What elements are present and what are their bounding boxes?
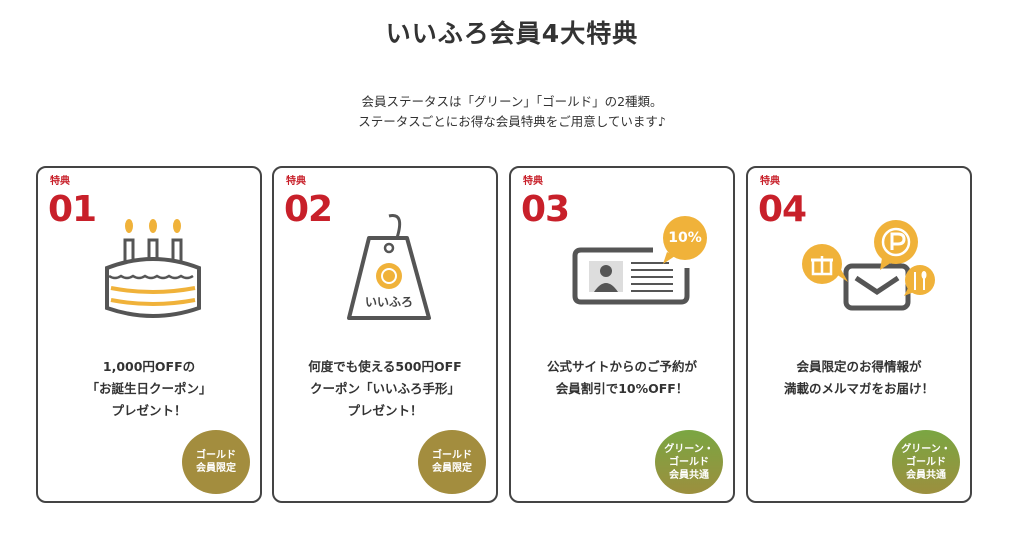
benefit-description: 1,000円OFFの「お誕生日クーポン」プレゼント！ — [38, 356, 260, 422]
benefit-card-02: 特典 02 いいふろ 何度でも使える500円OFF クーポン「いいふろ手形」プレゼ… — [272, 166, 498, 503]
desc-line: 会員限定のお得情報が — [796, 359, 922, 374]
intro-line: 会員ステータスは「グリーン」「ゴールド」の2種類。 — [361, 94, 663, 109]
mail-magazine-icon — [802, 220, 935, 311]
benefit-description: 会員限定のお得情報が満載のメルマガをお届け！ — [748, 356, 970, 400]
benefit-label: 特典 — [286, 176, 306, 187]
benefit-label: 特典 — [760, 176, 780, 187]
benefit-card-04: 特典 04 会員限定のお得情報が満載のメルマガをお届け！ グリーン・ゴールド会員… — [746, 166, 972, 503]
desc-line: 何度でも使える500円OFF — [308, 359, 462, 374]
benefit-label: 特典 — [523, 176, 543, 187]
member-card-icon: 10% — [569, 208, 709, 328]
membership-badge: グリーン・ゴールド会員共通 — [892, 430, 960, 494]
benefit-description: 何度でも使える500円OFF クーポン「いいふろ手形」プレゼント！ — [274, 356, 496, 422]
intro-text: 会員ステータスは「グリーン」「ゴールド」の2種類。 ステータスごとにお得な会員特… — [0, 92, 1024, 132]
badge-line: 会員限定 — [432, 463, 472, 474]
benefit-number: 01 — [48, 189, 97, 230]
desc-line: クーポン「いいふろ手形」 — [309, 381, 460, 396]
badge-line: ゴールド — [432, 450, 472, 461]
badge-line: グリーン・ — [664, 443, 714, 455]
badge-line: ゴールド — [669, 456, 709, 468]
intro-line: ステータスごとにお得な会員特典をご用意しています♪ — [358, 114, 666, 129]
membership-badge: グリーン・ゴールド会員共通 — [655, 430, 723, 494]
desc-line: プレゼント！ — [347, 403, 423, 418]
coupon-tag-icon: いいふろ — [319, 208, 459, 328]
desc-line: 公式サイトからのご予約が — [546, 359, 697, 374]
badge-line: ゴールド — [196, 450, 236, 461]
desc-line: 1,000円OFFの — [102, 359, 196, 374]
benefit-description: 公式サイトからのご予約が会員割引で10%OFF！ — [511, 356, 733, 400]
desc-line: 満載のメルマガをお届け！ — [783, 381, 934, 396]
desc-line: 「お誕生日クーポン」 — [86, 381, 212, 396]
badge-line: グリーン・ — [901, 443, 951, 455]
benefit-number: 03 — [521, 189, 570, 230]
desc-line: プレゼント！ — [111, 403, 187, 418]
badge-line: ゴールド — [906, 456, 946, 468]
birthday-cake-icon — [105, 219, 201, 318]
badge-line: 会員限定 — [196, 463, 236, 474]
page-title: いいふろ会員4大特典 — [385, 19, 639, 48]
benefit-label: 特典 — [50, 176, 70, 187]
tag-text: いいふろ — [364, 295, 413, 309]
membership-badge: ゴールド会員限定 — [418, 430, 486, 494]
membership-badge: ゴールド会員限定 — [182, 430, 250, 494]
benefit-card-01: 特典 01 1,000円OFFの「お誕生日クーポン」プレゼント！ ゴールド会員限… — [36, 166, 262, 503]
benefit-card-03: 特典 03 10% 公式サイトからのご予約が会員割引で10%OFF！ グリーン・… — [509, 166, 735, 503]
benefit-number: 02 — [284, 189, 333, 230]
discount-bubble-text: 10% — [668, 230, 702, 246]
desc-line: 会員割引で10%OFF！ — [555, 381, 689, 396]
badge-line: 会員共通 — [906, 469, 946, 481]
badge-line: 会員共通 — [669, 469, 709, 481]
benefit-number: 04 — [758, 189, 807, 230]
